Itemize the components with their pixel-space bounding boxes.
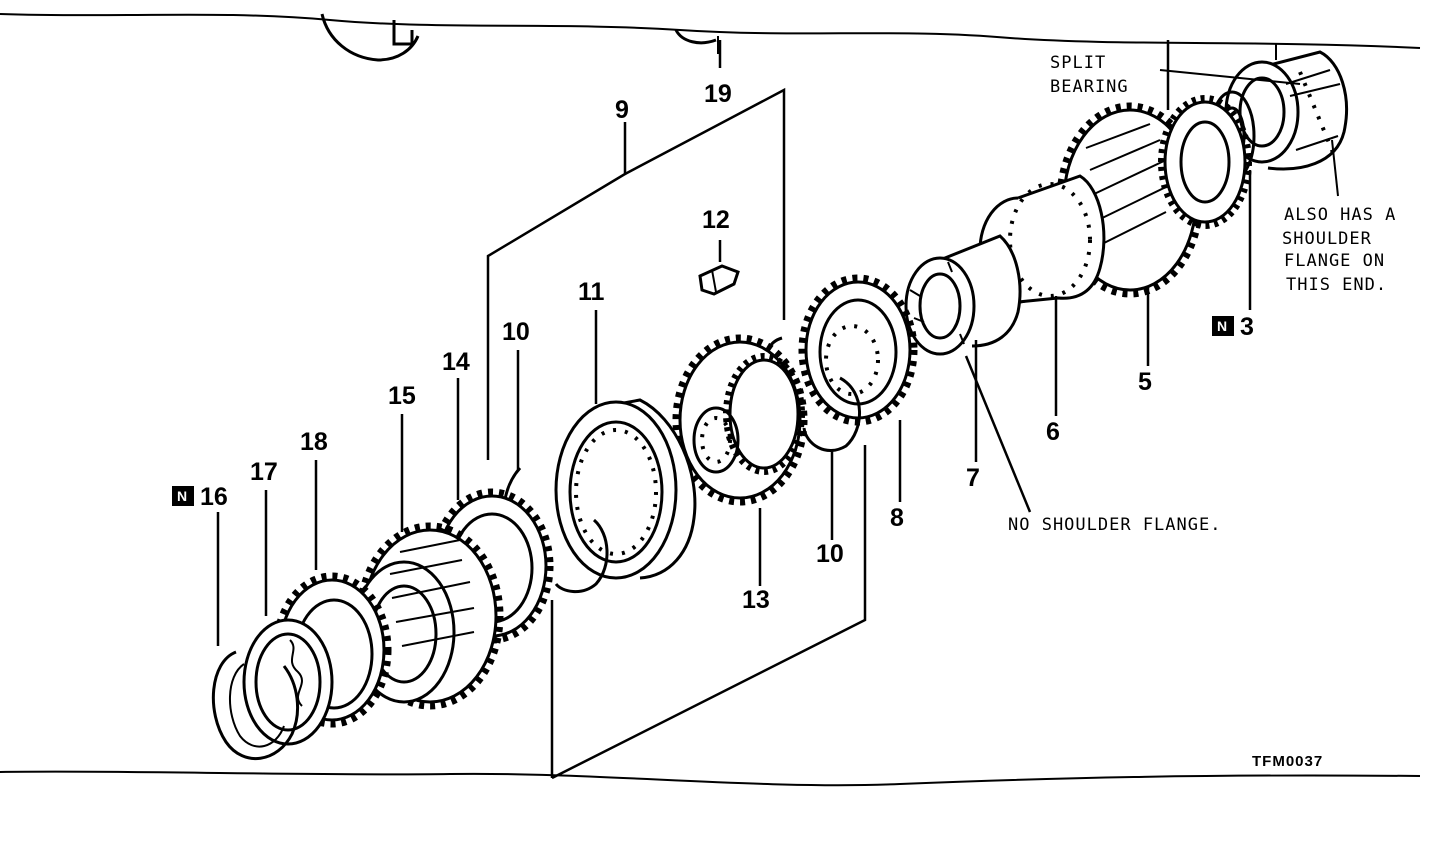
thrust-washer-17 — [242, 618, 334, 746]
collar-7 — [904, 234, 1022, 356]
leader-lines — [216, 40, 1339, 646]
snap-ring-10-right — [802, 376, 861, 452]
annotation-shoulder-line1: ALSO HAS A — [1284, 205, 1396, 225]
bottom-tear-edge — [0, 770, 1421, 787]
part-number-5: 5 — [1138, 368, 1152, 396]
part-number-15: 15 — [388, 382, 416, 410]
synchro-hub-13 — [672, 334, 808, 506]
part-number-16: 16 — [200, 483, 228, 511]
annotation-shoulder-line2: SHOULDER — [1282, 229, 1372, 249]
new-part-badge-3 — [1212, 316, 1234, 336]
annotation-shoulder-line4: THIS END. — [1286, 275, 1387, 295]
new-part-badge-16 — [172, 486, 194, 506]
new-part-badge-16-text: N — [177, 488, 187, 504]
annotation-split-bearing-line1: SPLIT — [1050, 53, 1106, 73]
gear-5 — [1056, 95, 1252, 298]
figure-code: TFM0037 — [1252, 753, 1323, 770]
snap-ring-19 — [674, 29, 719, 54]
new-part-badge-3-text: N — [1217, 318, 1227, 334]
part-number-3: 3 — [1240, 313, 1254, 341]
part-number-10-left: 10 — [502, 318, 530, 346]
top-clip-part — [320, 13, 420, 62]
part-number-11: 11 — [578, 278, 605, 306]
annotation-no-shoulder: NO SHOULDER FLANGE. — [1008, 515, 1221, 535]
annotation-shoulder-line3: FLANGE ON — [1284, 251, 1385, 271]
top-tear-edge — [0, 13, 1421, 49]
part-number-14: 14 — [442, 348, 470, 376]
part-number-10-right: 10 — [816, 540, 844, 568]
assembly-bracket-9 — [486, 87, 867, 780]
part-number-12: 12 — [702, 206, 730, 234]
part-number-13: 13 — [742, 586, 770, 614]
part-number-9: 9 — [615, 96, 629, 124]
part-number-6: 6 — [1046, 418, 1060, 446]
shifting-key-12 — [698, 264, 740, 296]
snap-ring-16-inner — [229, 663, 285, 748]
part-number-8: 8 — [890, 504, 904, 532]
part-number-18: 18 — [300, 428, 328, 456]
part-number-17: 17 — [250, 458, 278, 486]
snap-ring-16 — [211, 650, 299, 760]
annotation-split-bearing-line2: BEARING — [1050, 77, 1129, 97]
part-number-19: 19 — [704, 80, 732, 108]
sleeve-11 — [554, 398, 697, 580]
snap-ring-sleeve — [554, 518, 609, 593]
part-number-7: 7 — [966, 464, 980, 492]
